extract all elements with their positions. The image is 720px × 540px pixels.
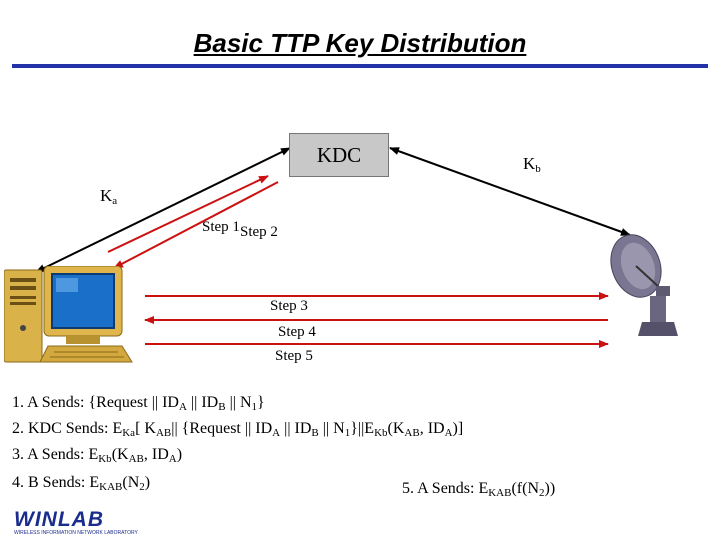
step1-label: Step 1 (202, 219, 240, 235)
step5-label: Step 5 (275, 348, 313, 364)
kb-link-arrow (389, 147, 631, 236)
winlab-logo-tagline: WIRELESS INFORMATION NETWORK LABORATORY (14, 530, 138, 536)
title-underline-bar (12, 64, 708, 68)
key-b-label: Kb (523, 154, 541, 175)
kdc-box: KDC (289, 133, 389, 177)
step4-label: Step 4 (278, 324, 316, 340)
key-a-label: Ka (100, 186, 118, 207)
step2-arrow (113, 181, 279, 269)
slide-title: Basic TTP Key Distribution (193, 28, 527, 58)
satellite-dish-icon (610, 234, 678, 336)
winlab-logo: WINLAB (14, 508, 104, 531)
kdc-label: KDC (316, 142, 362, 167)
computer-icon (4, 266, 133, 363)
protocol-line-1: 1. A Sends: {Request || IDA || IDB || N1… (12, 394, 265, 413)
step2-label: Step 2 (240, 224, 278, 240)
step1-arrow (107, 175, 269, 253)
protocol-line-4: 4. B Sends: EKAB(N2) (12, 474, 151, 493)
protocol-line-2: 2. KDC Sends: EKa[ KAB|| {Request || IDA… (12, 420, 464, 439)
protocol-line-5: 5. A Sends: EKAB(f(N2)) (402, 480, 556, 499)
ka-link-arrow (35, 147, 291, 273)
protocol-line-3: 3. A Sends: EKb(KAB, IDA) (12, 446, 183, 465)
step3-label: Step 3 (270, 298, 308, 314)
